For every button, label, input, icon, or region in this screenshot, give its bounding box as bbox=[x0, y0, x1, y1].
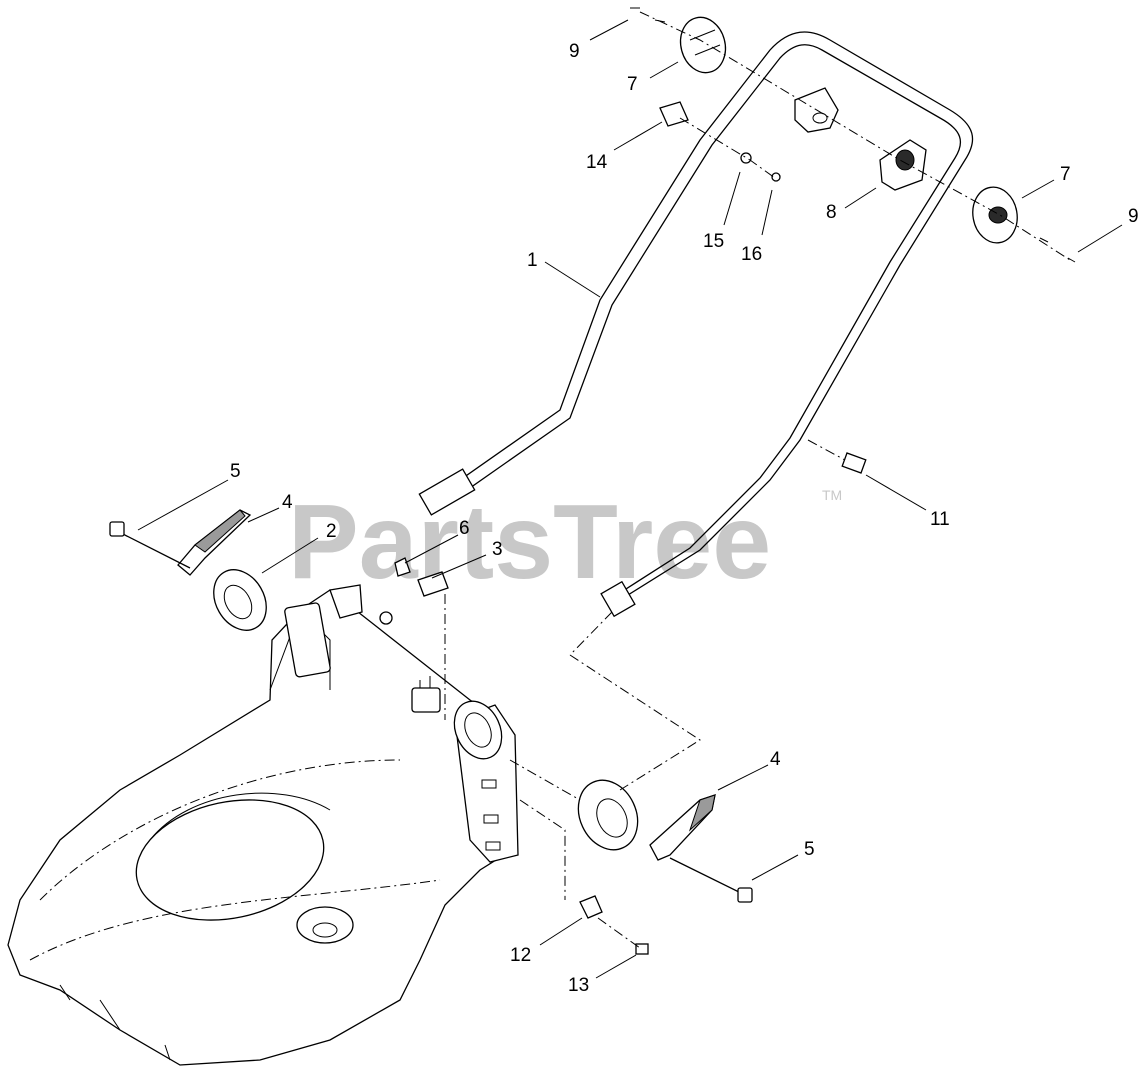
callout-14: 14 bbox=[586, 152, 608, 173]
leader-lines bbox=[137, 19, 1123, 979]
callout-9-top: 9 bbox=[569, 41, 580, 62]
callout-labels: 9 7 14 15 16 8 7 9 1 11 5 4 2 6 3 4 5 12… bbox=[230, 41, 1139, 996]
callout-11: 11 bbox=[930, 509, 950, 530]
lower-clip bbox=[519, 799, 649, 955]
callout-7-right: 7 bbox=[1060, 164, 1071, 185]
callout-16: 16 bbox=[741, 244, 762, 265]
handle-clamp bbox=[879, 139, 927, 191]
callout-12: 12 bbox=[510, 945, 531, 966]
right-height-lever bbox=[649, 794, 716, 861]
callout-7-top: 7 bbox=[627, 74, 638, 95]
callout-15: 15 bbox=[703, 231, 724, 252]
callout-13: 13 bbox=[568, 975, 589, 996]
callout-8: 8 bbox=[826, 202, 837, 223]
watermark-text: PartsTree bbox=[288, 483, 771, 601]
callout-5-right: 5 bbox=[804, 839, 815, 860]
callout-3: 3 bbox=[492, 539, 503, 560]
watermark-trademark: TM bbox=[822, 487, 842, 503]
center-bracket bbox=[329, 557, 449, 720]
callout-4-left: 4 bbox=[282, 492, 293, 513]
right-height-wheel bbox=[577, 779, 639, 851]
deck-height-bracket bbox=[453, 700, 519, 863]
callout-1: 1 bbox=[527, 250, 538, 271]
callout-6: 6 bbox=[459, 518, 470, 539]
left-height-wheel bbox=[213, 569, 267, 631]
upper-left-knob bbox=[679, 16, 727, 74]
small-hardware bbox=[630, 7, 1076, 263]
left-height-lever bbox=[177, 509, 252, 576]
callout-5-left: 5 bbox=[230, 461, 241, 482]
callout-4-right: 4 bbox=[770, 749, 781, 770]
callout-9-right: 9 bbox=[1128, 206, 1139, 227]
right-pivot-bolt bbox=[509, 611, 753, 903]
upper-right-knob bbox=[972, 186, 1018, 244]
mower-deck bbox=[7, 589, 516, 1066]
callout-2: 2 bbox=[326, 521, 337, 542]
cable-clip bbox=[807, 439, 867, 474]
handle-assembly bbox=[418, 31, 974, 618]
left-pivot-bolt bbox=[109, 521, 191, 569]
